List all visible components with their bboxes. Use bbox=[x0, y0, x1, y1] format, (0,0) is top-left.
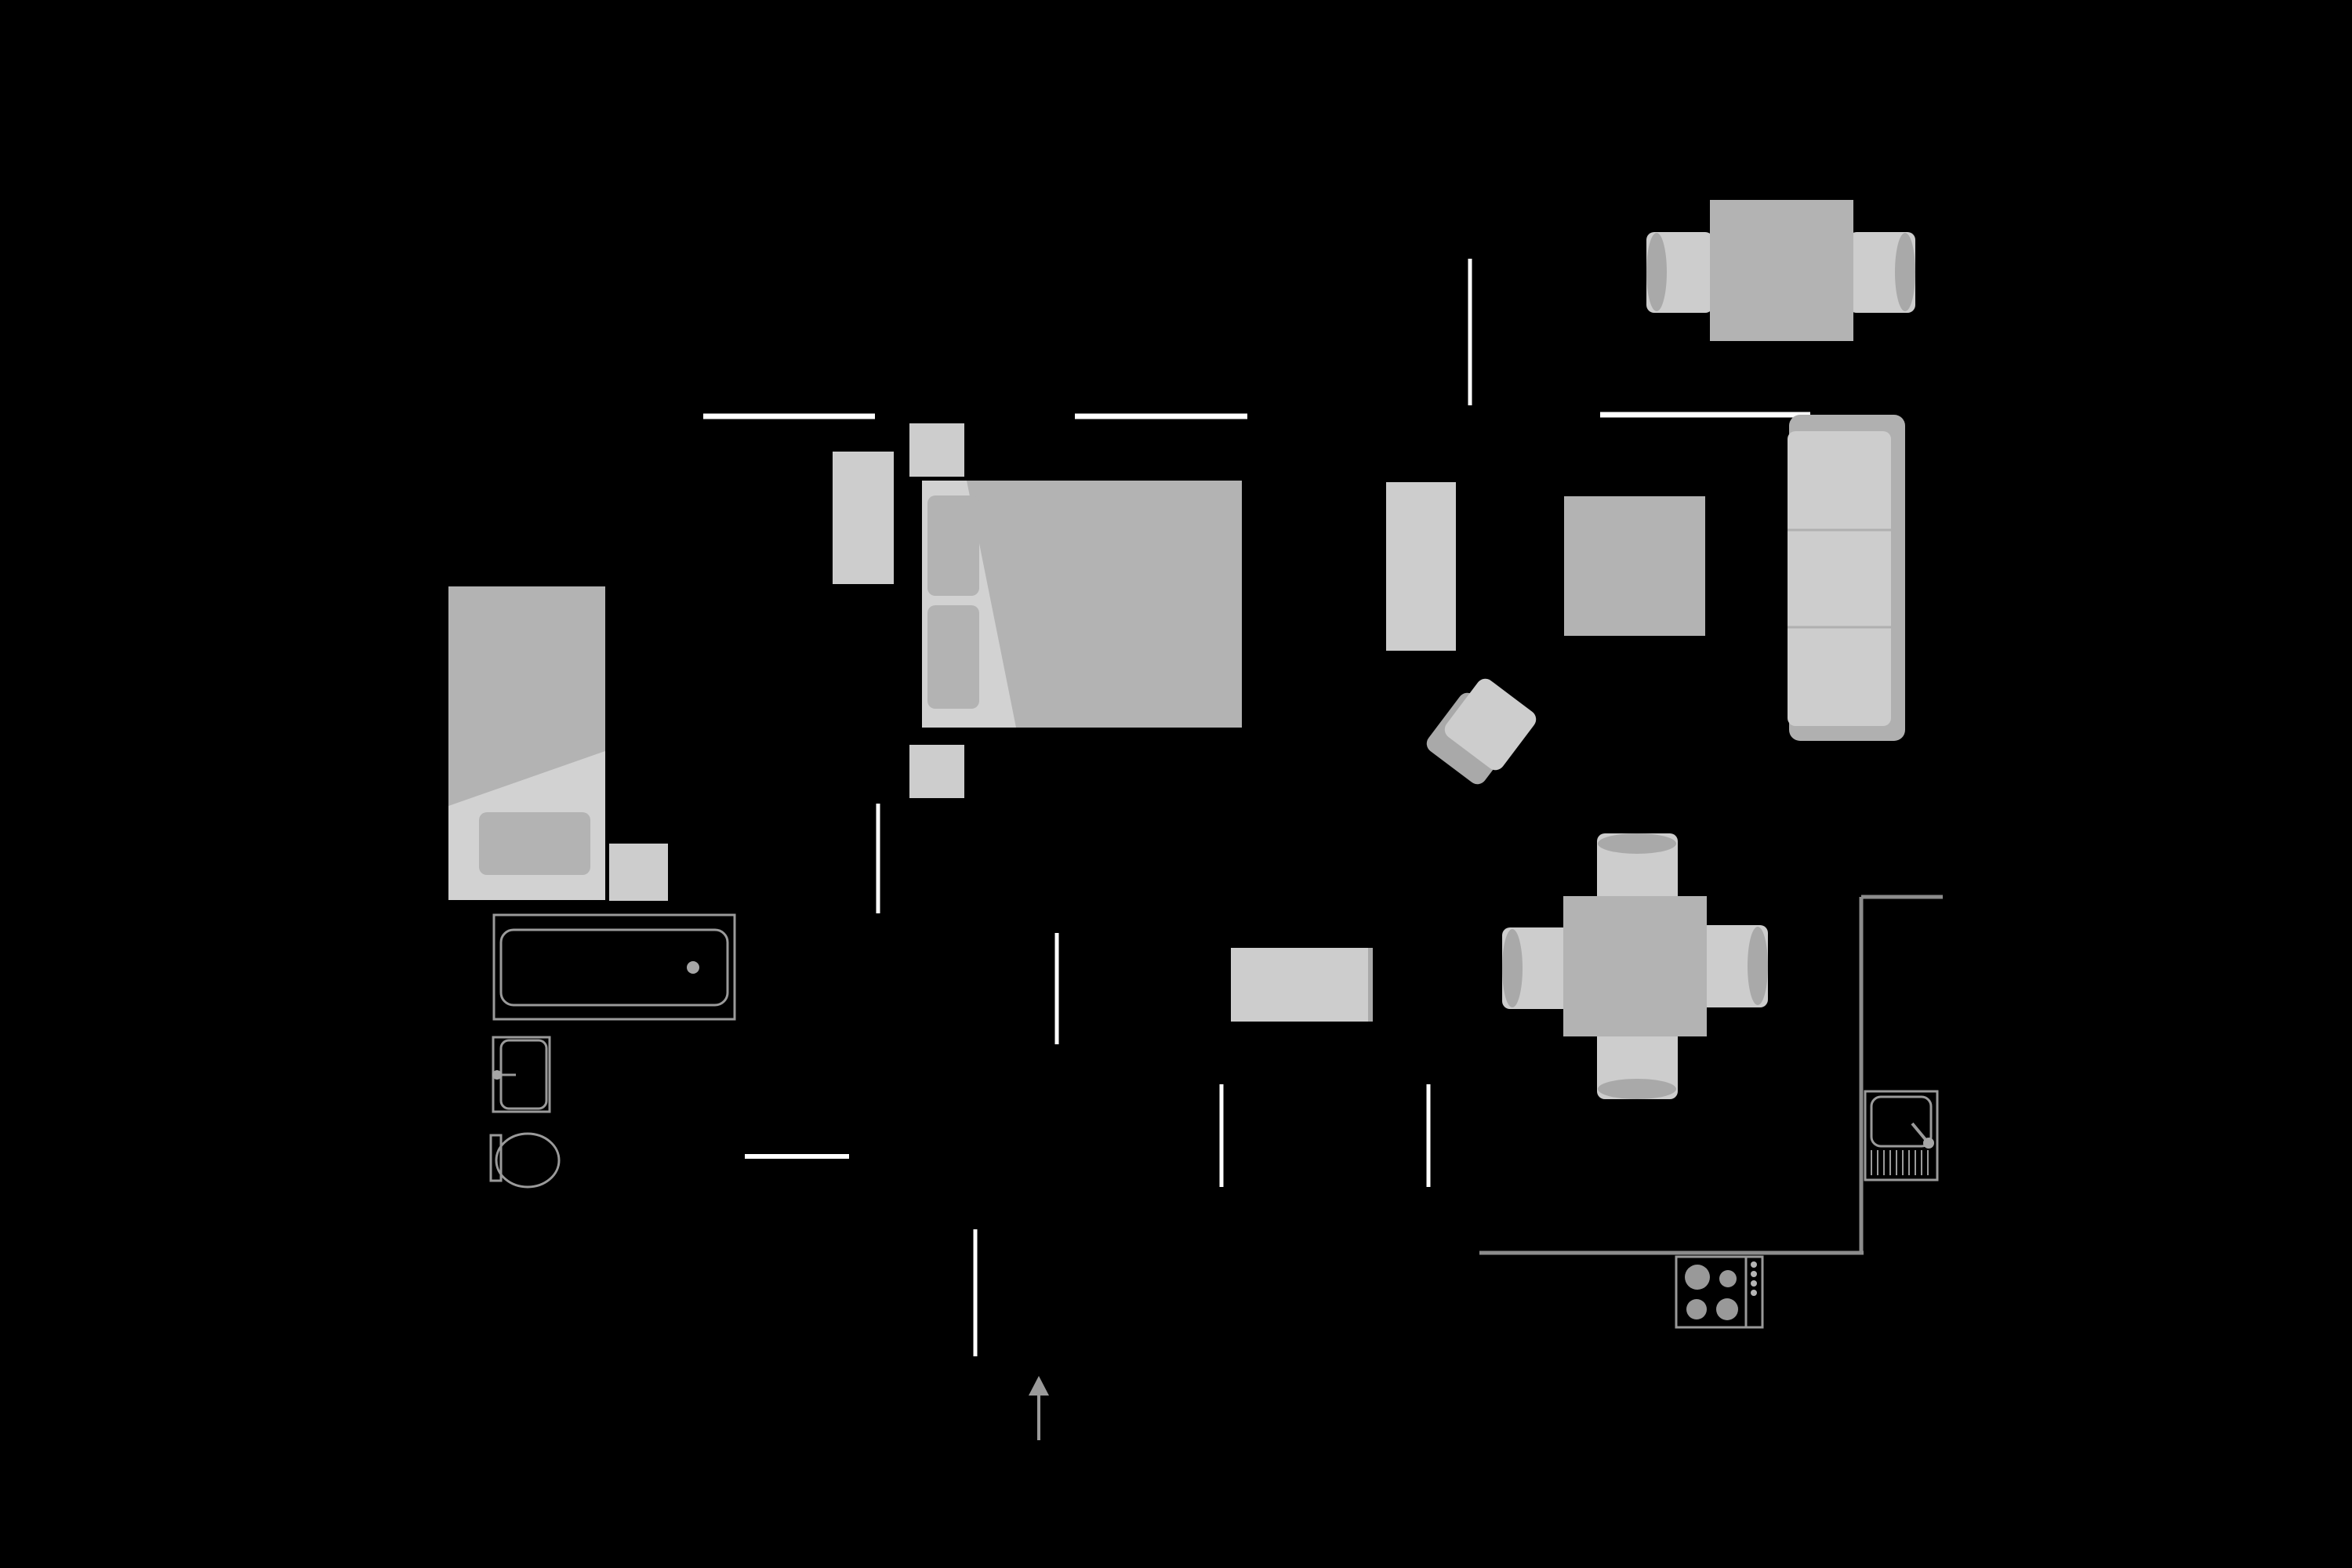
dining-chair-left-back bbox=[1502, 929, 1523, 1007]
cooktop-knob-2 bbox=[1751, 1271, 1757, 1277]
dining-table bbox=[1563, 896, 1707, 1036]
burner-top-right bbox=[1719, 1270, 1737, 1287]
single-bed-duvet bbox=[448, 586, 605, 806]
single-bed-nightstand bbox=[609, 844, 668, 901]
kitchen-sink-basin bbox=[1870, 1095, 1933, 1148]
burner-top-left bbox=[1685, 1265, 1710, 1290]
tv-cabinet bbox=[1386, 482, 1456, 651]
burner-bottom-left bbox=[1686, 1299, 1707, 1319]
burner-bottom-right bbox=[1716, 1298, 1738, 1320]
single-bed-pillow bbox=[479, 812, 590, 875]
kitchen-sink-tap-dot bbox=[1923, 1138, 1934, 1149]
cooktop-knob-1 bbox=[1751, 1261, 1757, 1268]
bathtub-drain bbox=[687, 961, 699, 974]
dining-chair-top-back bbox=[1598, 833, 1676, 854]
toilet-bowl bbox=[495, 1132, 561, 1189]
cooktop-knob-3 bbox=[1751, 1280, 1757, 1287]
accent-chair-back bbox=[1444, 678, 1537, 771]
dining-chair-bottom-back bbox=[1598, 1079, 1676, 1099]
nightstand-top bbox=[909, 423, 964, 477]
bathtub-outer bbox=[492, 913, 736, 1021]
double-bed-duvet bbox=[967, 481, 1242, 728]
nightstand-bottom bbox=[909, 745, 964, 798]
wardrobe bbox=[833, 452, 894, 584]
cooktop-knob-4 bbox=[1751, 1290, 1757, 1296]
kitchen-sink-outer bbox=[1864, 1090, 1939, 1181]
breakfast-chair-right-back bbox=[1895, 233, 1915, 311]
toilet-tank bbox=[489, 1134, 503, 1182]
double-bed-pillow-bottom bbox=[927, 605, 979, 709]
bench bbox=[1231, 948, 1372, 1022]
bench-shadow-edge bbox=[1368, 948, 1373, 1022]
kitchen-sink-drainboard bbox=[1871, 1150, 1929, 1175]
sofa-cushions bbox=[1788, 431, 1891, 726]
breakfast-table bbox=[1710, 200, 1853, 341]
washbasin-tap-dot bbox=[492, 1070, 502, 1080]
armchair bbox=[1564, 496, 1705, 636]
dining-chair-right-back bbox=[1748, 927, 1768, 1005]
cooktop-outline bbox=[1675, 1255, 1764, 1329]
breakfast-chair-left-back bbox=[1646, 233, 1667, 311]
bathtub-inner bbox=[499, 928, 729, 1007]
north-arrow-head bbox=[1029, 1376, 1049, 1396]
double-bed-pillow-top bbox=[927, 495, 979, 596]
